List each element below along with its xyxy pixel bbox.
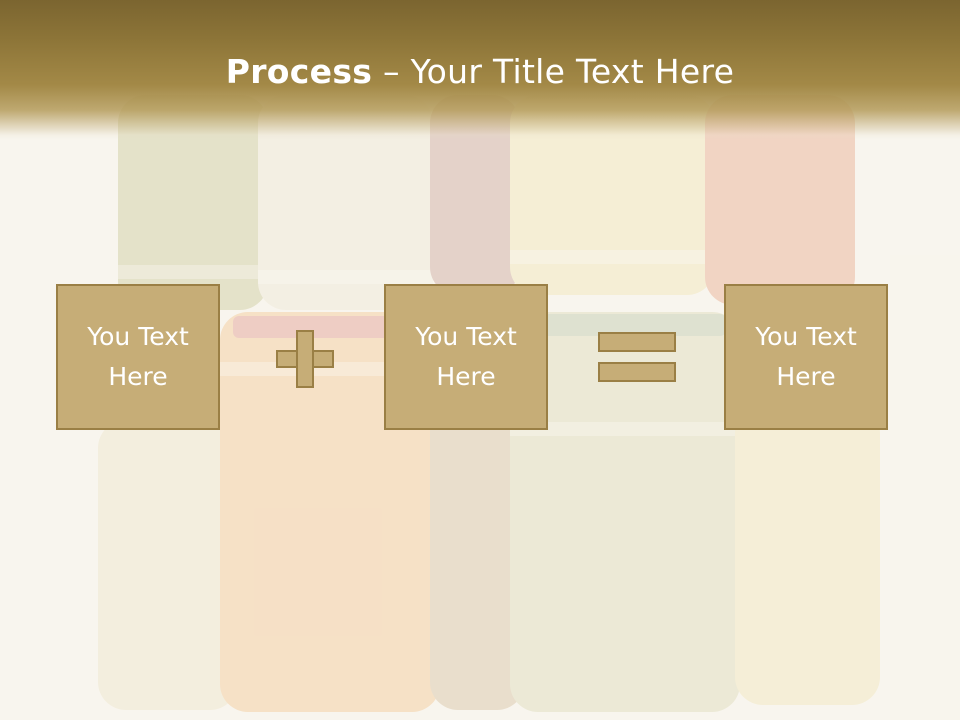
process-box-2[interactable]: You Text Here [384,284,548,430]
process-box-3-line2: Here [776,362,836,391]
process-box-3-text: You Text Here [741,317,871,397]
plus-icon [276,330,334,388]
title-bar: Process – Your Title Text Here [0,0,960,140]
process-box-2-line2: Here [436,362,496,391]
process-box-1-text: You Text Here [73,317,203,397]
equals-icon [598,332,676,384]
title-rest: – Your Title Text Here [372,52,735,91]
title-bold: Process [225,52,373,91]
process-box-1-line2: Here [108,362,168,391]
process-box-2-line1: You Text [415,322,517,351]
process-box-3[interactable]: You Text Here [724,284,888,430]
process-box-2-text: You Text Here [401,317,531,397]
process-box-3-line1: You Text [755,322,857,351]
slide-title: Process – Your Title Text Here [0,52,960,91]
process-box-1-line1: You Text [87,322,189,351]
process-box-1[interactable]: You Text Here [56,284,220,430]
